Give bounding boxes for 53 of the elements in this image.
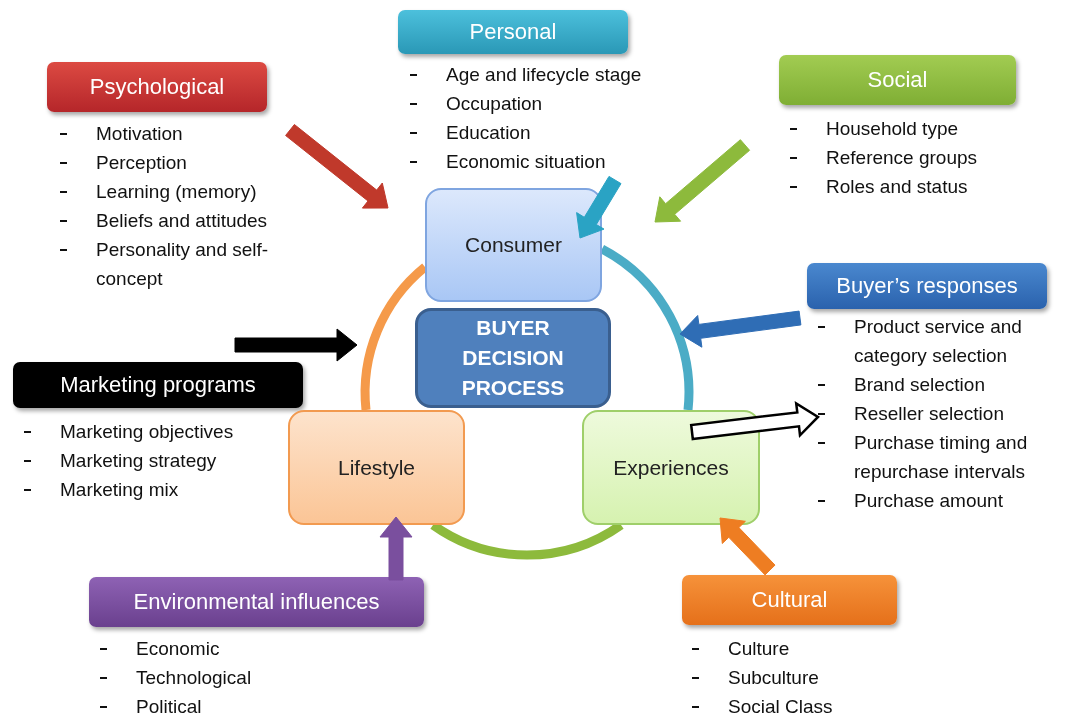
list-item: Age and lifecycle stage <box>410 60 680 89</box>
list-item: Learning (memory) <box>60 177 310 206</box>
block-arrow <box>234 328 358 362</box>
list-item: Social Class <box>692 692 992 721</box>
category-header <box>47 62 267 112</box>
center-box <box>415 308 611 408</box>
list-item: Roles and status <box>790 172 1040 201</box>
header-label: Personal <box>469 19 557 45</box>
list-item: Beliefs and attitudes <box>60 206 310 235</box>
block-arrow <box>679 310 802 348</box>
list-item: Reseller selection <box>818 399 1073 428</box>
list-item: Education <box>410 118 680 147</box>
category-header <box>682 575 897 625</box>
category-header <box>779 55 1016 105</box>
list-item: Economic situation <box>410 147 680 176</box>
list-item: Economic <box>100 634 400 663</box>
list-item: Technological <box>100 663 400 692</box>
box-label: Experiences <box>613 455 729 480</box>
list-item: Brand selection <box>818 370 1073 399</box>
list-item: Culture <box>692 634 992 663</box>
box-label: Lifestyle <box>337 455 415 480</box>
header-label: Environmental influences <box>133 589 380 615</box>
category-header <box>807 263 1047 309</box>
list-item: Subculture <box>692 663 992 692</box>
box-label: BUYER DECISION PROCESS <box>460 315 566 401</box>
list-item: Purchase timing and repurchase intervals <box>818 428 1073 486</box>
list-item: Reference groups <box>790 143 1040 172</box>
list-item: Household type <box>790 114 1040 143</box>
box-label: Consumer <box>465 233 562 257</box>
list-item: Product service and category selection <box>818 312 1073 370</box>
header-label: Buyer’s responses <box>836 273 1018 299</box>
block-arrow <box>576 175 622 239</box>
list-item: Occupation <box>410 89 680 118</box>
header-label: Psychological <box>89 74 225 100</box>
category-header <box>398 10 628 54</box>
header-label: Cultural <box>751 587 828 613</box>
stage-box <box>425 188 602 302</box>
list-item: Perception <box>60 148 310 177</box>
category-header <box>89 577 424 627</box>
list-item: Political <box>100 692 400 721</box>
block-arrow <box>689 401 820 441</box>
stage-box <box>288 410 465 525</box>
block-arrow <box>719 517 776 576</box>
category-header <box>13 362 303 408</box>
block-arrow <box>654 139 751 223</box>
header-label: Marketing programs <box>60 372 256 398</box>
list-item: Personality and self-concept <box>60 235 310 293</box>
header-label: Social <box>867 67 928 93</box>
list-item: Motivation <box>60 119 310 148</box>
block-arrow <box>379 516 413 581</box>
list-item: Purchase amount <box>818 486 1073 515</box>
block-arrow <box>285 124 389 209</box>
stage-box <box>582 410 760 525</box>
